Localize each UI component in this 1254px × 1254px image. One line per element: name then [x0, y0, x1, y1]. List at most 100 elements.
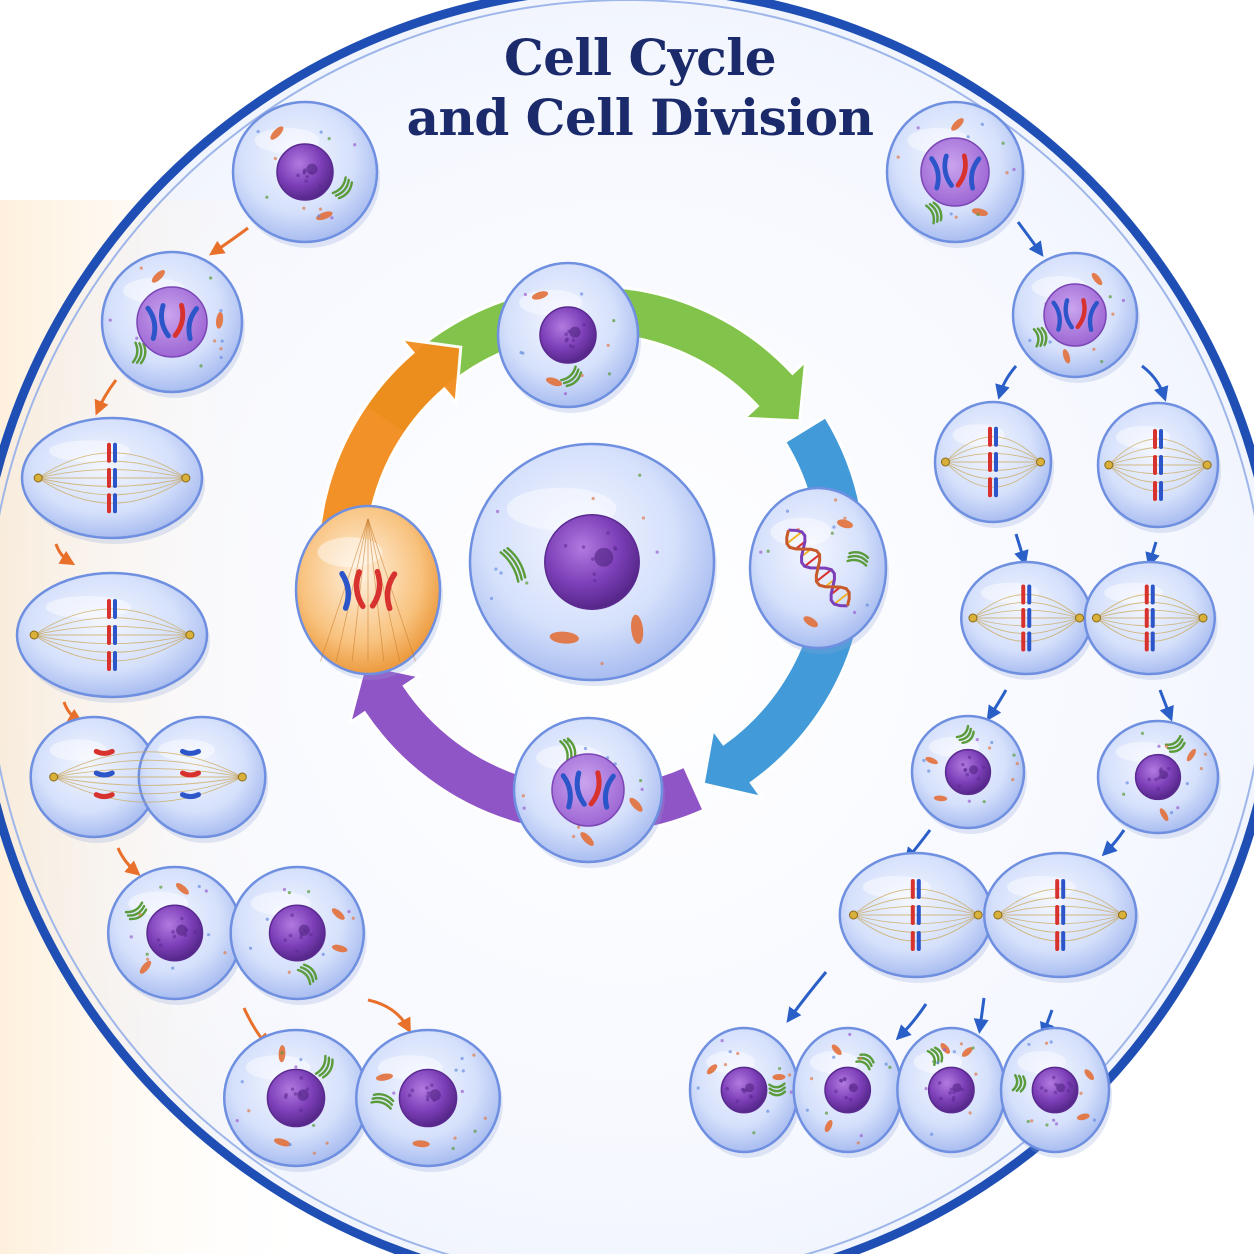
- chromosome-icon: [180, 748, 201, 756]
- centrosome-icon: [1036, 457, 1046, 467]
- chromosome-icon: [1021, 631, 1026, 652]
- arrow-icon: [94, 379, 118, 416]
- mitochondria-icon: [549, 631, 579, 644]
- arrow-icon: [54, 543, 76, 566]
- arrow-icon: [367, 998, 411, 1034]
- meiosis-arrows: [786, 221, 1174, 1041]
- chromosome-icon: [1153, 481, 1157, 502]
- mitosis-prophase: [100, 250, 245, 398]
- chromosome-icon: [1061, 931, 1066, 952]
- centrosome-icon: [1075, 613, 1085, 623]
- arrow-icon: [895, 1003, 928, 1041]
- mitochondria-icon: [837, 519, 853, 529]
- centrosome-icon: [973, 910, 983, 920]
- spindle-fiber: [853, 914, 979, 942]
- chromosome-icon: [916, 905, 921, 925]
- mitochondria-icon: [971, 208, 988, 216]
- chromosome-icon: [910, 878, 915, 899]
- mitochondria-icon: [803, 616, 818, 628]
- spindle-fiber: [945, 444, 1041, 463]
- spindle-fiber: [1108, 464, 1208, 475]
- spindle-fiber: [1096, 609, 1204, 619]
- centrosome-icon: [993, 910, 1003, 920]
- golgi-icon: [499, 547, 527, 583]
- spindle-fiber: [1108, 464, 1208, 492]
- chromosome-icon: [1159, 481, 1163, 502]
- spindle-fiber: [853, 914, 979, 925]
- spindle-fiber: [972, 617, 1080, 642]
- spindle-fiber: [997, 905, 1123, 916]
- centrosome-icon: [237, 772, 247, 782]
- spindle-fiber: [1096, 617, 1204, 635]
- mitochondria-icon: [270, 126, 284, 140]
- cell-highlight: [45, 595, 131, 619]
- chromosome-icon: [1055, 878, 1060, 899]
- chromosome-icon: [180, 792, 201, 800]
- spindle-fiber: [320, 518, 369, 662]
- spindle-fiber: [997, 914, 1123, 933]
- chromosome-icon: [369, 568, 398, 612]
- chromosome-icon: [93, 770, 115, 778]
- spindle-fiber: [38, 460, 186, 479]
- centrosome-icon: [968, 613, 978, 623]
- spindle-fiber: [945, 461, 1041, 488]
- mitochondria-icon: [925, 756, 938, 765]
- mitochondria-icon: [831, 1044, 842, 1056]
- spindle-fiber: [853, 905, 979, 916]
- chromosome-icon: [1153, 428, 1157, 449]
- chromosome-icon: [107, 651, 111, 672]
- chromosome-icon: [172, 302, 200, 342]
- spindle-fiber: [53, 776, 243, 803]
- nucleolus-icon: [569, 326, 581, 338]
- chromosome-icon: [1027, 631, 1032, 652]
- meiosis-division-ii: [838, 851, 1140, 983]
- arrow-icon: [116, 847, 141, 876]
- spindle-fiber: [972, 617, 1080, 635]
- mitosis-anaphase: [29, 715, 269, 843]
- golgi-icon: [1164, 734, 1186, 753]
- chromosome-icon: [113, 625, 117, 645]
- golgi-icon: [1011, 1074, 1027, 1093]
- spindle-fiber: [34, 634, 190, 645]
- chromosome-icon: [1027, 584, 1032, 605]
- cycle-cell-left: [294, 504, 443, 680]
- golgi-icon: [124, 901, 148, 921]
- mitosis-metaphase: [20, 416, 205, 544]
- chromosome-icon: [560, 770, 587, 810]
- mitochondria-icon: [545, 377, 563, 387]
- spindle-fiber: [53, 759, 243, 778]
- chromosome-icon: [1144, 584, 1149, 605]
- title-line-1: Cell Cycle: [503, 28, 777, 87]
- chromosome-icon: [988, 426, 992, 447]
- mitochondria-icon: [1084, 1069, 1095, 1081]
- cycle-cell-bottom: [512, 716, 665, 868]
- mitochondria-icon: [951, 118, 964, 131]
- centrosome-icon: [181, 473, 191, 483]
- nucleolus-icon: [306, 163, 318, 175]
- mitochondria-icon: [175, 882, 189, 895]
- chromosome-icon: [929, 153, 954, 191]
- chromosome-icon: [1075, 298, 1099, 332]
- spindle-fiber: [972, 594, 1080, 619]
- chromosome-icon: [339, 569, 366, 611]
- centrosome-icon: [49, 772, 59, 782]
- chromosome-icon: [145, 303, 171, 341]
- chromosome-icon: [988, 452, 992, 472]
- arrow-icon: [1014, 533, 1029, 566]
- golgi-icon: [331, 176, 354, 200]
- arrow-icon: [1145, 541, 1160, 568]
- chromosome-icon: [180, 770, 201, 778]
- chromosome-icon: [1144, 608, 1149, 628]
- mitochondria-icon: [331, 908, 345, 920]
- golgi-icon: [1032, 326, 1048, 348]
- chromosome-icon: [107, 493, 111, 514]
- arrow-icon: [1101, 829, 1126, 857]
- mitochondria-icon: [412, 1140, 430, 1148]
- spindle-fiber: [997, 888, 1123, 916]
- meiosis-prophase-i: [885, 100, 1026, 248]
- nucleolus-icon: [429, 1089, 441, 1101]
- spindle-fiber: [351, 518, 369, 662]
- mitochondria-icon: [1062, 349, 1071, 364]
- centrosome-icon: [940, 457, 950, 467]
